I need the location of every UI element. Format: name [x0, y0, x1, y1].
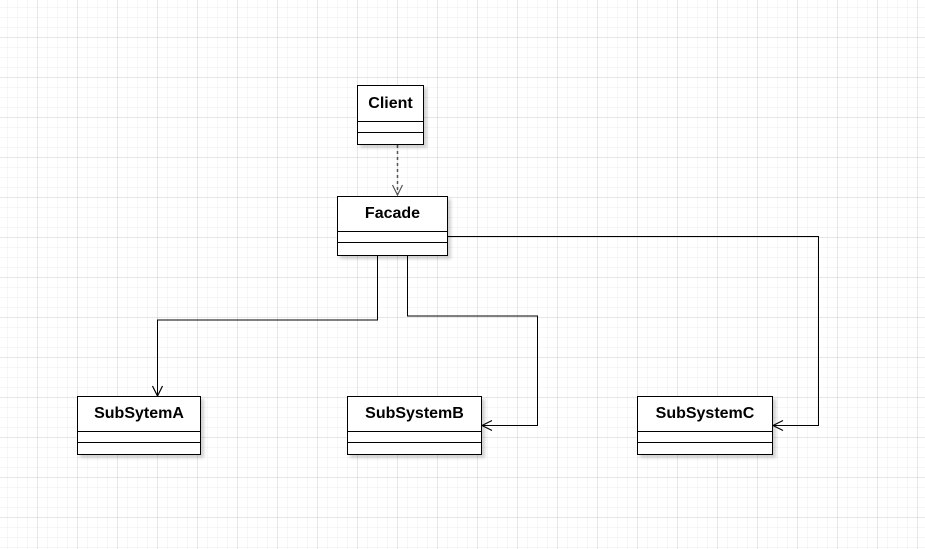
client-attributes-compartment: [358, 122, 423, 133]
facade-operations-compartment: [338, 243, 447, 255]
facade-attributes-compartment: [338, 232, 447, 243]
facade-subsystem-c-association-arrow[interactable]: [448, 236, 819, 426]
subsystem-a-operations-compartment: [78, 443, 200, 454]
facade-class-box[interactable]: Facade: [337, 196, 448, 256]
subsystem-b-class-name: SubSystemB: [348, 397, 481, 432]
subsystem-c-operations-compartment: [638, 443, 772, 454]
subsystem-a-attributes-compartment: [78, 432, 200, 443]
facade-subsystem-a-association-arrow[interactable]: [158, 256, 378, 396]
client-class-name: Client: [358, 86, 423, 122]
subsystem-c-class-name: SubSystemC: [638, 397, 772, 432]
subsystem-c-class-box[interactable]: SubSystemC: [637, 396, 773, 455]
subsystem-a-class-box[interactable]: SubSytemA: [77, 396, 201, 455]
client-class-box[interactable]: Client: [357, 85, 424, 145]
facade-subsystem-b-association-arrow[interactable]: [407, 256, 538, 426]
subsystem-c-attributes-compartment: [638, 432, 772, 443]
subsystem-a-class-name: SubSytemA: [78, 397, 200, 432]
subsystem-b-class-box[interactable]: SubSystemB: [347, 396, 482, 455]
client-operations-compartment: [358, 133, 423, 144]
facade-class-name: Facade: [338, 197, 447, 232]
subsystem-b-attributes-compartment: [348, 432, 481, 443]
subsystem-b-operations-compartment: [348, 443, 481, 454]
